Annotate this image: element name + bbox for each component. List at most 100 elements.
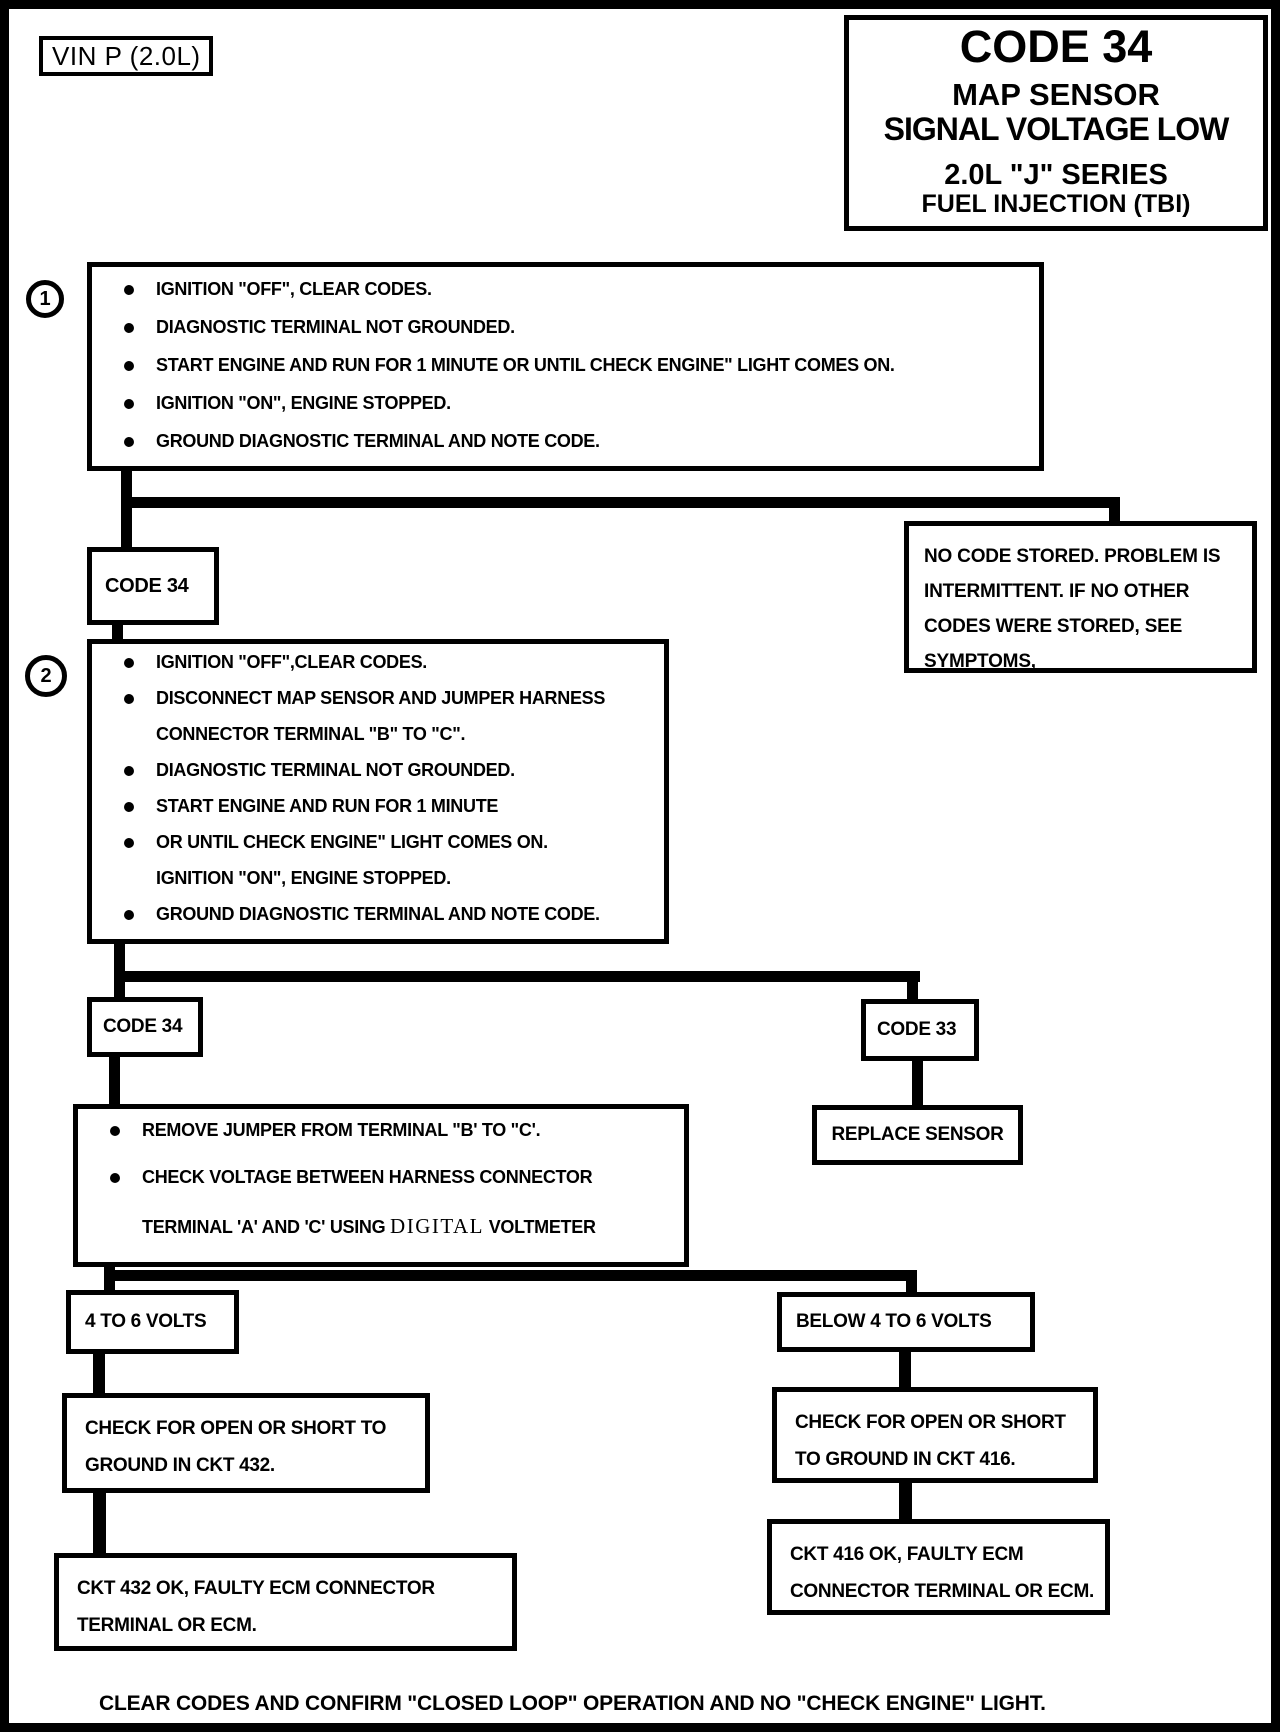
list-item-text: REMOVE JUMPER FROM TERMINAL "B' TO "C'. <box>142 1120 541 1140</box>
title-box: CODE 34 MAP SENSOR SIGNAL VOLTAGE LOW 2.… <box>844 15 1268 231</box>
code34-label: CODE 34 <box>103 1016 183 1037</box>
bullet-dot-icon <box>124 694 134 704</box>
list-item: DIAGNOSTIC TERMINAL NOT GROUNDED. <box>92 760 664 796</box>
list-item: START ENGINE AND RUN FOR 1 MINUTE <box>92 796 664 832</box>
bullet-dot-icon <box>124 838 134 848</box>
bullet-dot-icon <box>124 285 134 295</box>
connector-line <box>93 1491 106 1553</box>
code34-label: CODE 34 <box>105 574 189 597</box>
connector-line <box>912 1059 923 1105</box>
connector-line <box>93 1352 105 1393</box>
step1-instructions-box: IGNITION "OFF", CLEAR CODES. DIAGNOSTIC … <box>87 262 1044 471</box>
digital-serif-word: DIGITAL <box>390 1214 484 1238</box>
code34-result-box-2: CODE 34 <box>87 997 203 1057</box>
no-code-line: NO CODE STORED. PROBLEM IS <box>924 546 1221 567</box>
check-ckt432-line2: GROUND IN CKT 432. <box>85 1455 275 1476</box>
list-item: DISCONNECT MAP SENSOR AND JUMPER HARNESS <box>92 688 664 724</box>
volts-below-4to6-box: BELOW 4 TO 6 VOLTS <box>777 1292 1035 1352</box>
vin-label: VIN P (2.0L) <box>52 40 201 71</box>
volts-4to6-box: 4 TO 6 VOLTS <box>66 1290 239 1354</box>
bullet-dot-icon <box>124 910 134 920</box>
connector-line <box>112 623 123 641</box>
list-item-text: DIAGNOSTIC TERMINAL NOT GROUNDED. <box>156 317 515 337</box>
connector-line <box>121 471 132 504</box>
list-item: TERMINAL 'A' AND 'C' USING DIGITAL VOLTM… <box>78 1214 684 1261</box>
step1-number-badge: 1 <box>26 280 64 318</box>
list-item: REMOVE JUMPER FROM TERMINAL "B' TO "C'. <box>78 1120 684 1167</box>
step2-instructions-box: IGNITION "OFF",CLEAR CODES. DISCONNECT M… <box>87 639 669 944</box>
no-code-line: SYMPTOMS, <box>924 651 1036 672</box>
code33-result-box: CODE 33 <box>861 999 979 1061</box>
bullet-dot-icon <box>124 361 134 371</box>
connector-line <box>114 942 125 977</box>
title-code: CODE 34 <box>959 21 1153 72</box>
bullet-dot-icon <box>124 399 134 409</box>
code33-label: CODE 33 <box>877 1019 957 1040</box>
list-item-text: CONNECTOR TERMINAL "B" TO "C". <box>156 724 466 744</box>
code34-result-box-1: CODE 34 <box>87 547 219 625</box>
list-item: IGNITION "ON", ENGINE STOPPED. <box>92 868 664 904</box>
list-item-text: CHECK VOLTAGE BETWEEN HARNESS CONNECTOR <box>142 1167 593 1187</box>
check-ckt432-line1: CHECK FOR OPEN OR SHORT TO <box>85 1418 387 1439</box>
title-subtitle1: MAP SENSOR <box>952 77 1160 112</box>
connector-line <box>104 1270 917 1281</box>
title-system: FUEL INJECTION (TBI) <box>921 190 1191 218</box>
no-code-line: INTERMITTENT. IF NO OTHER <box>924 581 1190 602</box>
connector-line <box>114 971 920 982</box>
bullet-dot-icon <box>110 1126 120 1136</box>
ckt432-ok-line2: TERMINAL OR ECM. <box>77 1615 257 1636</box>
list-item: GROUND DIAGNOSTIC TERMINAL AND NOTE CODE… <box>92 431 1039 469</box>
list-item-text: IGNITION "ON", ENGINE STOPPED. <box>156 868 451 888</box>
connector-line <box>899 1481 912 1519</box>
bullet-dot-icon <box>124 802 134 812</box>
list-item-text: GROUND DIAGNOSTIC TERMINAL AND NOTE CODE… <box>156 904 600 924</box>
title-subtitle2: SIGNAL VOLTAGE LOW <box>883 111 1230 147</box>
list-item: DIAGNOSTIC TERMINAL NOT GROUNDED. <box>92 317 1039 355</box>
connector-line <box>121 506 132 547</box>
ckt432-ok-line1: CKT 432 OK, FAULTY ECM CONNECTOR <box>77 1578 435 1599</box>
list-item-text: START ENGINE AND RUN FOR 1 MINUTE <box>156 796 499 816</box>
ckt416-ok-line1: CKT 416 OK, FAULTY ECM <box>790 1544 1024 1565</box>
list-item-text: START ENGINE AND RUN FOR 1 MINUTE OR UNT… <box>156 355 895 375</box>
replace-sensor-label: REPLACE SENSOR <box>831 1124 1004 1145</box>
list-item: IGNITION "OFF", CLEAR CODES. <box>92 279 1039 317</box>
list-item-text: GROUND DIAGNOSTIC TERMINAL AND NOTE CODE… <box>156 431 600 451</box>
list-item-text: DISCONNECT MAP SENSOR AND JUMPER HARNESS <box>156 688 606 708</box>
connector-line <box>907 980 918 999</box>
list-item: START ENGINE AND RUN FOR 1 MINUTE OR UNT… <box>92 355 1039 393</box>
list-item-text: IGNITION "OFF",CLEAR CODES. <box>156 652 427 672</box>
volts-4to6-label: 4 TO 6 VOLTS <box>85 1311 207 1332</box>
no-code-stored-box: NO CODE STORED. PROBLEM IS INTERMITTENT.… <box>904 521 1257 673</box>
list-item: CHECK VOLTAGE BETWEEN HARNESS CONNECTOR <box>78 1167 684 1214</box>
bullet-dot-icon <box>124 766 134 776</box>
step2-number: 2 <box>40 664 52 687</box>
list-item-text-prefix: TERMINAL 'A' AND 'C' USING <box>142 1217 391 1237</box>
connector-line <box>114 980 125 997</box>
list-item-text: IGNITION "ON", ENGINE STOPPED. <box>156 393 451 413</box>
check-ckt432-box: CHECK FOR OPEN OR SHORT TO GROUND IN CKT… <box>62 1393 430 1493</box>
replace-sensor-box: REPLACE SENSOR <box>812 1105 1023 1165</box>
ckt416-ok-line2: CONNECTOR TERMINAL OR ECM. <box>790 1581 1094 1602</box>
connector-line <box>104 1279 115 1290</box>
bullet-dot-icon <box>124 437 134 447</box>
check-ckt416-box: CHECK FOR OPEN OR SHORT TO GROUND IN CKT… <box>772 1387 1098 1483</box>
volts-below-4to6-label: BELOW 4 TO 6 VOLTS <box>796 1311 992 1332</box>
connector-line <box>1109 506 1120 524</box>
connector-line <box>121 497 1120 508</box>
title-series: 2.0L "J" SERIES <box>944 159 1168 191</box>
step1-number: 1 <box>39 287 51 310</box>
connector-line <box>906 1279 917 1292</box>
list-item-text: DIAGNOSTIC TERMINAL NOT GROUNDED. <box>156 760 515 780</box>
bullet-dot-icon <box>124 658 134 668</box>
list-item: GROUND DIAGNOSTIC TERMINAL AND NOTE CODE… <box>92 904 664 940</box>
list-item: IGNITION "OFF",CLEAR CODES. <box>92 652 664 688</box>
connector-line <box>899 1350 911 1387</box>
check-ckt416-line2: TO GROUND IN CKT 416. <box>795 1449 1016 1470</box>
bullet-dot-icon <box>124 323 134 333</box>
list-item: CONNECTOR TERMINAL "B" TO "C". <box>92 724 664 760</box>
vin-label-box: VIN P (2.0L) <box>39 36 213 76</box>
list-item: IGNITION "ON", ENGINE STOPPED. <box>92 393 1039 431</box>
check-ckt416-line1: CHECK FOR OPEN OR SHORT <box>795 1412 1066 1433</box>
ckt432-ok-result-box: CKT 432 OK, FAULTY ECM CONNECTOR TERMINA… <box>54 1553 517 1651</box>
